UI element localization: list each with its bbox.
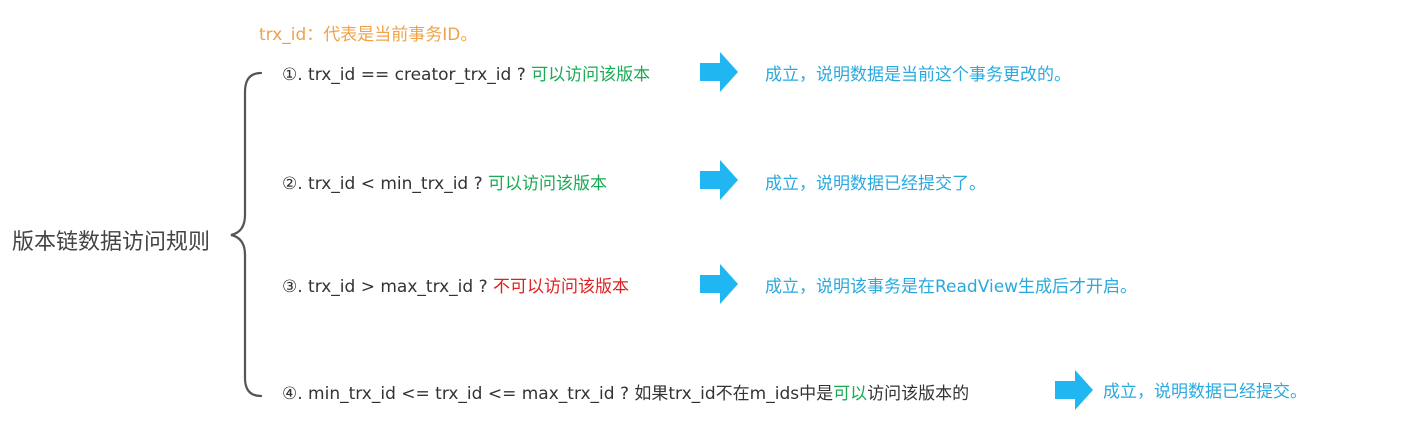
rule-3-condition: ③. trx_id > max_trx_id ? 不可以访问该版本	[282, 272, 629, 297]
rule-4-verdict: 可以	[833, 384, 868, 404]
rule-2-verdict: 可以访问该版本	[488, 174, 608, 194]
rule-4-condition: ④. min_trx_id <= trx_id <= max_trx_id ? …	[282, 379, 969, 404]
arrow-right-icon	[700, 264, 738, 304]
rule-1-condition: ①. trx_id == creator_trx_id ? 可以访问该版本	[282, 60, 650, 85]
rule-1-verdict: 可以访问该版本	[531, 65, 651, 85]
rule-3-condition-text: ③. trx_id > max_trx_id ?	[282, 277, 494, 297]
rule-4-verdict-suffix: 访问该版本的	[867, 384, 970, 404]
header-note: trx_id：代表是当前事务ID。	[259, 25, 478, 45]
rule-3-result: 成立，说明该事务是在ReadView生成后才开启。	[765, 277, 1138, 297]
rule-2-condition: ②. trx_id < min_trx_id ? 可以访问该版本	[282, 169, 607, 194]
rule-2-result: 成立，说明数据已经提交了。	[765, 174, 986, 194]
arrow-right-icon	[700, 52, 738, 92]
rule-1-result: 成立，说明数据是当前这个事务更改的。	[765, 65, 1071, 85]
rule-1-condition-text: ①. trx_id == creator_trx_id ?	[282, 65, 532, 85]
rule-3-verdict: 不可以访问该版本	[493, 277, 630, 297]
curly-brace	[230, 71, 263, 398]
root-label: 版本链数据访问规则	[12, 230, 211, 255]
arrow-right-icon	[1055, 370, 1093, 410]
arrow-right-icon	[700, 160, 738, 200]
rule-2-condition-text: ②. trx_id < min_trx_id ?	[282, 174, 489, 194]
rule-4-result: 成立，说明数据已经提交。	[1103, 382, 1307, 402]
rule-4-condition-text: ④. min_trx_id <= trx_id <= max_trx_id ? …	[282, 384, 834, 404]
